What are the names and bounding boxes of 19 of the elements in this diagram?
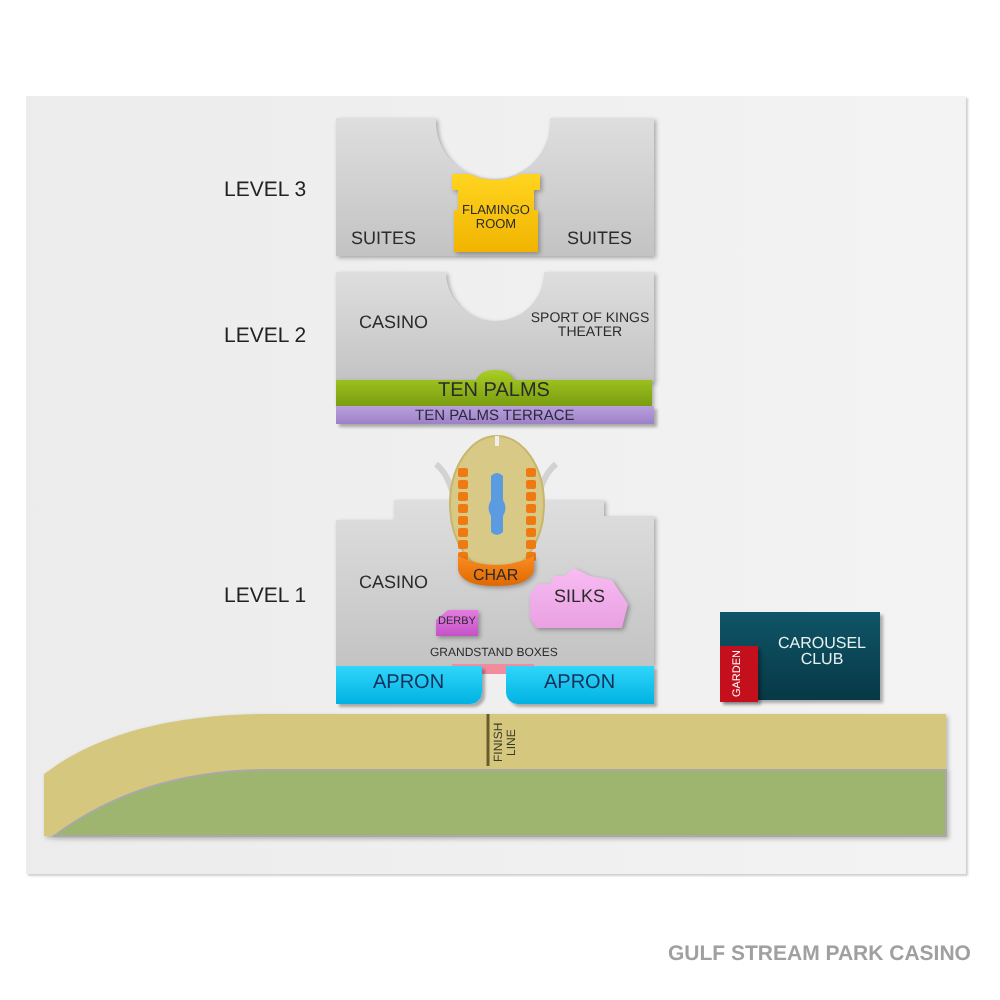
level-label: LEVEL 1 bbox=[224, 585, 307, 608]
area-label: SUITES bbox=[567, 229, 633, 248]
area-label: CASINO bbox=[359, 313, 429, 332]
level-label: LEVEL 2 bbox=[224, 325, 307, 348]
caption: GULF STREAM PARK CASINO bbox=[668, 943, 971, 966]
area-label: CAROUSEL CLUB bbox=[775, 635, 868, 669]
area-label: SUITES bbox=[351, 229, 417, 248]
area-label: CHAR bbox=[473, 568, 519, 585]
section-area bbox=[336, 666, 482, 704]
section-bar bbox=[336, 406, 654, 424]
area-label: SILKS bbox=[554, 587, 606, 606]
section-area bbox=[506, 666, 654, 704]
level-label: LEVEL 3 bbox=[224, 179, 307, 202]
section-area bbox=[720, 646, 758, 702]
area-label: CASINO bbox=[359, 573, 429, 592]
section-area bbox=[720, 612, 880, 700]
area-label: APRON bbox=[544, 674, 616, 695]
area-label: TEN PALMS bbox=[438, 382, 550, 403]
area-label: APRON bbox=[373, 674, 445, 695]
